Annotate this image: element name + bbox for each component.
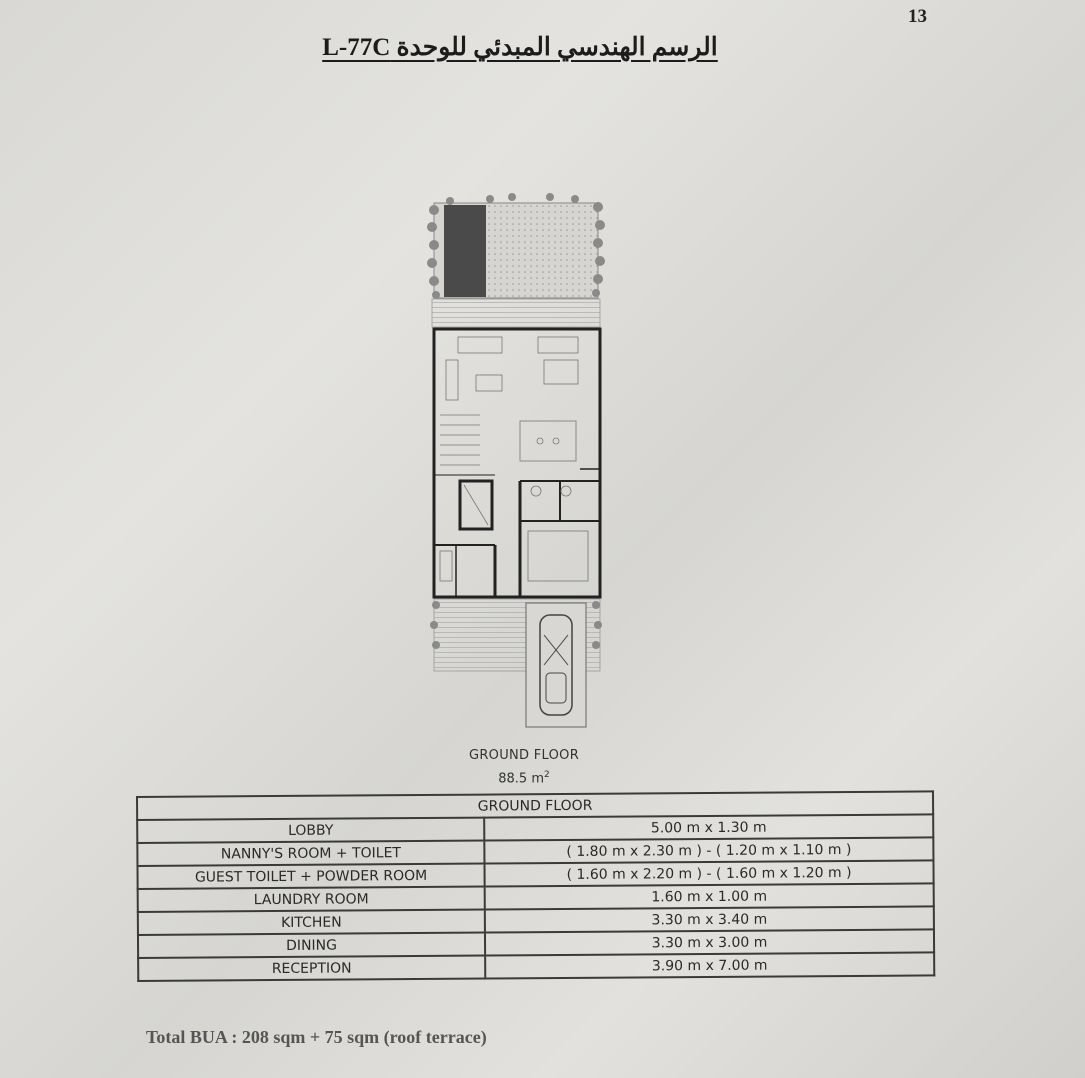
parking-area: [430, 598, 602, 728]
table-row: RECEPTION 3.90 m x 7.00 m: [138, 952, 935, 981]
room-name: DINING: [137, 932, 486, 958]
room-name: LOBBY: [137, 817, 485, 843]
furniture: [439, 336, 589, 582]
floor-plan-drawing: [427, 193, 605, 728]
room-name: RECEPTION: [138, 955, 486, 981]
room-dims: 1.60 m x 1.00 m: [484, 883, 934, 910]
room-name: NANNY'S ROOM + TOILET: [137, 840, 485, 866]
room-name: GUEST TOILET + POWDER ROOM: [137, 863, 485, 889]
plan-caption-area: 88.5 m2: [424, 770, 624, 786]
garden-area: [427, 193, 605, 299]
room-dims: ( 1.80 m x 2.30 m ) - ( 1.20 m x 1.10 m …: [484, 837, 934, 864]
page-title: الرسم الهندسي المبدئي للوحدة L-77C: [322, 34, 718, 61]
room-dims: 3.90 m x 7.00 m: [485, 952, 935, 979]
page-number: 13: [908, 6, 927, 27]
plan-caption-title: GROUND FLOOR: [468, 748, 580, 763]
room-dims: 3.30 m x 3.00 m: [484, 929, 935, 956]
room-dims: 5.00 m x 1.30 m: [484, 814, 934, 841]
terrace-strip: [431, 298, 601, 328]
room-name: KITCHEN: [137, 909, 485, 935]
room-name: LAUNDRY ROOM: [137, 886, 485, 912]
house-walls: [432, 327, 602, 599]
total-bua: Total BUA : 208 sqm + 75 sqm (roof terra…: [146, 1027, 487, 1047]
room-dims: 3.30 m x 3.40 m: [484, 906, 934, 933]
room-dimensions-table: GROUND FLOOR LOBBY 5.00 m x 1.30 m NANNY…: [136, 790, 935, 982]
room-dims: ( 1.60 m x 2.20 m ) - ( 1.60 m x 1.20 m …: [484, 860, 934, 887]
plan-area-value: 88.5 m: [498, 771, 544, 787]
plan-area-unit: 2: [544, 770, 550, 780]
